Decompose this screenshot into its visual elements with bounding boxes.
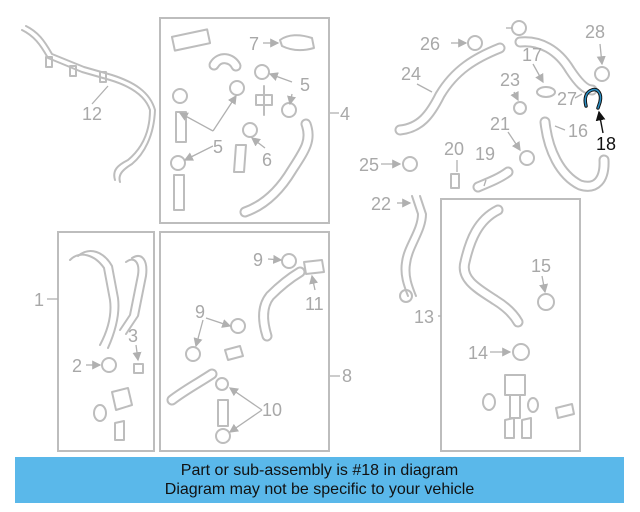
callout-11: 11: [305, 294, 324, 314]
part-22-pipe: [399, 195, 427, 303]
parts-diagram: 12 4 7 5 5 5 6 1 2 3 9 11 9 8 10 13 14 1…: [21, 17, 616, 452]
part-18-clip-highlighted: [583, 87, 603, 110]
callout-25: 25: [359, 155, 379, 175]
callout-18-highlighted: 18: [596, 134, 616, 154]
part-23-seal: [513, 101, 527, 115]
callout-22: 22: [371, 194, 391, 214]
callout-23: 23: [500, 70, 520, 90]
callout-3: 3: [128, 326, 138, 346]
part-16-hose: [539, 116, 610, 192]
callout-16: 16: [568, 121, 588, 141]
callout-6: 6: [262, 150, 272, 170]
part-13-group: [458, 204, 575, 439]
callout-13: 13: [414, 307, 434, 327]
callout-8: 8: [342, 366, 352, 386]
banner-line-disclaimer: Diagram may not be specific to your vehi…: [164, 481, 475, 498]
callout-labels: 12 4 7 5 5 5 6 1 2 3 9 11 9 8 10 13 14 1…: [34, 22, 616, 420]
callout-10: 10: [262, 400, 282, 420]
callout-9b: 9: [195, 302, 205, 322]
callout-20: 20: [444, 139, 464, 159]
callout-17: 17: [522, 45, 542, 65]
callout-5a: 5: [300, 75, 310, 95]
callout-9a: 9: [253, 250, 263, 270]
callout-12: 12: [82, 104, 102, 124]
callout-26: 26: [420, 34, 440, 54]
callout-14: 14: [468, 343, 488, 363]
part-12-pipe: [21, 25, 156, 183]
part-1-group: [69, 250, 148, 441]
part-8-group: [166, 253, 325, 444]
callout-24: 24: [401, 64, 421, 84]
part-27-hose: [514, 36, 598, 96]
part-25-clamp: [402, 156, 418, 172]
part-21-clamp: [519, 150, 535, 166]
callout-15: 15: [531, 256, 551, 276]
part-26-clamp: [467, 35, 483, 51]
callout-28: 28: [585, 22, 605, 42]
part-19-pipe: [472, 166, 514, 193]
callout-19: 19: [475, 144, 495, 164]
info-banner: Part or sub-assembly is #18 in diagram D…: [15, 457, 624, 503]
callout-27: 27: [557, 89, 577, 109]
callout-7: 7: [249, 34, 259, 54]
part-20-sensor: [450, 173, 460, 189]
callout-2: 2: [72, 356, 82, 376]
callout-4: 4: [340, 104, 350, 124]
part-4-group: [170, 28, 315, 218]
part-17-cap: [536, 86, 556, 98]
callout-21: 21: [490, 114, 510, 134]
leader-lines: [47, 27, 606, 433]
callout-1: 1: [34, 290, 44, 310]
callout-5b: 5: [213, 137, 223, 157]
part-24-hose: [394, 42, 506, 136]
banner-line-part: Part or sub-assembly is #18 in diagram: [180, 462, 459, 479]
group-box-1: [57, 231, 155, 452]
